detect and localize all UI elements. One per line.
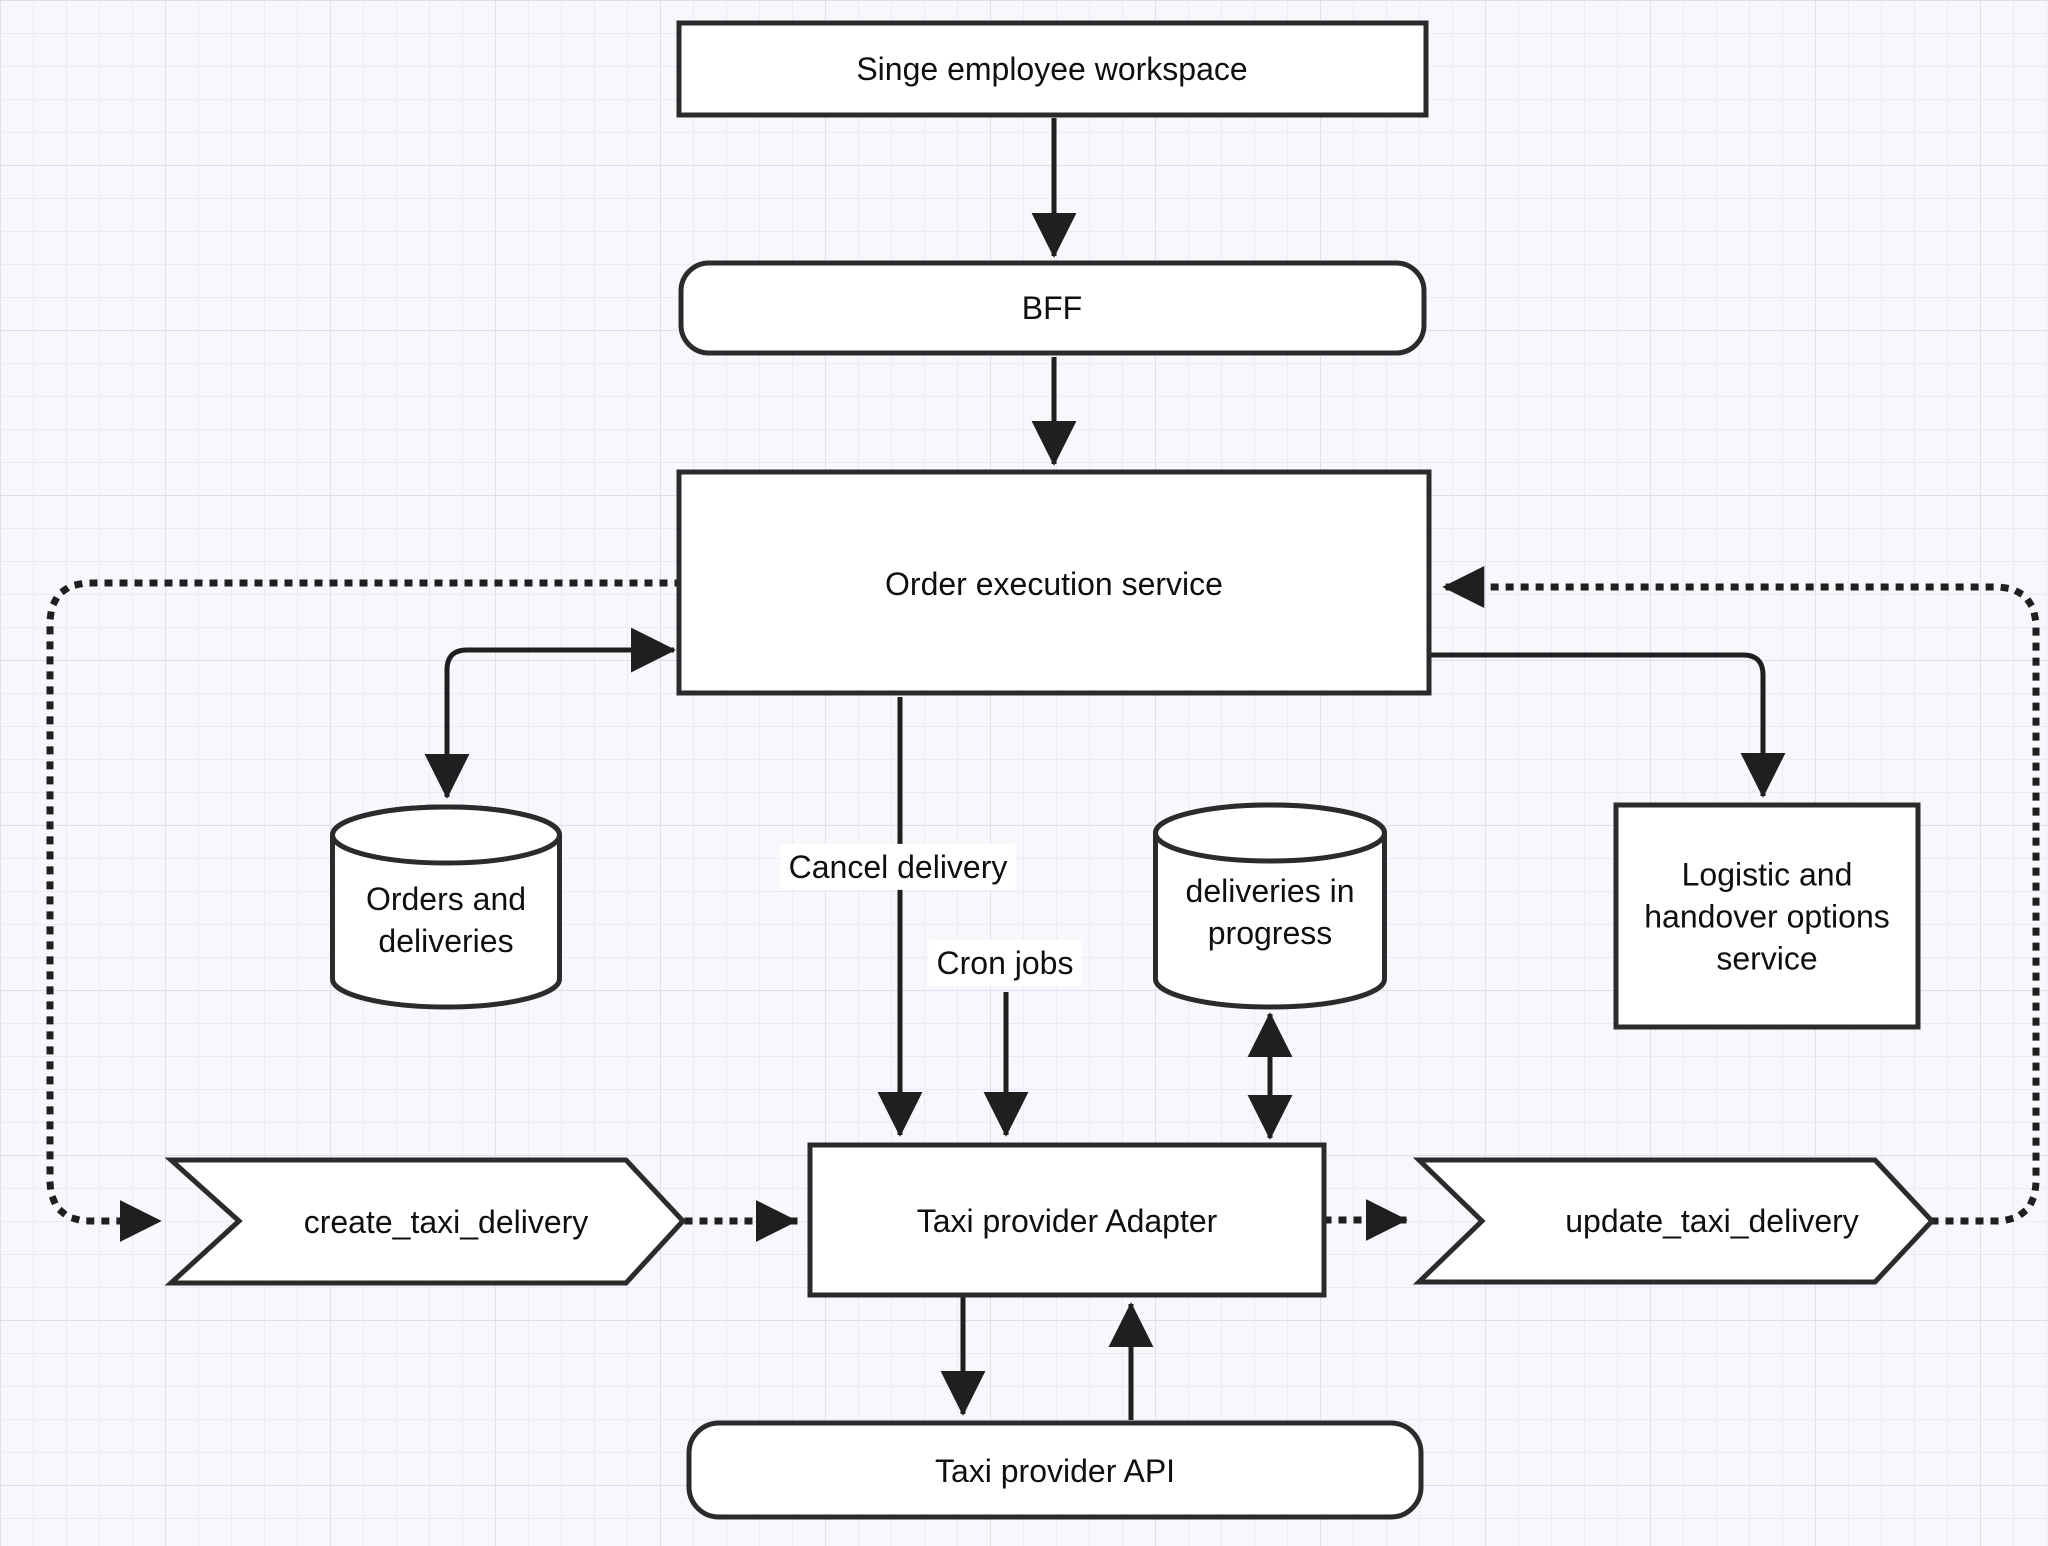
node-api-label: Taxi provider API (934, 1452, 1176, 1489)
node-bff[interactable] (678, 260, 1427, 356)
node-adapter-label: Taxi provider Adapter (916, 1202, 1218, 1239)
node-adapter[interactable] (807, 1142, 1327, 1298)
node-logistic[interactable] (1613, 802, 1921, 1030)
edge-order-execution-to-logistic (1429, 652, 1786, 798)
node-logistic-label: Logistic and handover options service (1644, 856, 1890, 978)
node-bff-label: BFF (1021, 289, 1083, 326)
node-update-delivery[interactable] (1412, 1157, 1936, 1285)
node-workspace[interactable] (676, 20, 1429, 118)
node-order-execution-label: Order execution service (885, 565, 1223, 602)
node-deliveries-db-label: deliveries in progress (1185, 872, 1355, 951)
edge-label-cron-jobs: Cron jobs (928, 939, 1082, 987)
edge-update-delivery-to-order-execution (1440, 566, 2040, 1225)
edge-label-cancel-delivery: Cancel delivery (780, 843, 1016, 891)
node-update-delivery-label: update_taxi_delivery (1565, 1202, 1859, 1239)
edge-order-execution-to-orders-db (424, 627, 676, 799)
node-create-delivery-label: create_taxi_delivery (303, 1203, 589, 1240)
edge-order-execution-to-create-delivery (46, 579, 683, 1242)
node-create-delivery[interactable] (164, 1157, 687, 1286)
node-deliveries-db[interactable] (1153, 802, 1387, 1010)
node-orders-db[interactable] (330, 804, 562, 1010)
node-workspace-label: Singe employee workspace (856, 50, 1248, 87)
node-order-execution[interactable] (676, 469, 1432, 696)
node-orders-db-label: Orders and deliveries (365, 880, 527, 959)
node-api[interactable] (686, 1420, 1424, 1520)
